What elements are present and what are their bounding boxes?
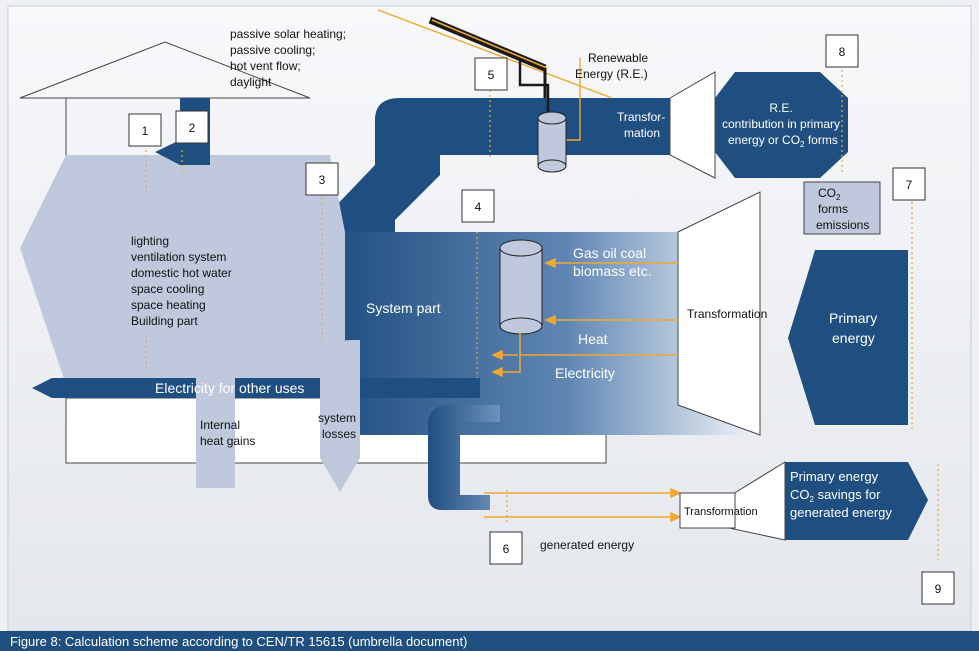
- passive-text-2: passive cooling;: [230, 43, 315, 57]
- electricity-other-uses-label: Electricity for other uses: [155, 380, 304, 396]
- number-7: 7: [906, 178, 913, 192]
- boundary-markers: [145, 70, 939, 560]
- heat-label: Heat: [578, 331, 608, 347]
- co2-emissions-2: forms: [818, 202, 848, 216]
- number-2: 2: [189, 121, 196, 135]
- primary-energy-1: Primary: [829, 310, 877, 326]
- system-losses-1: system: [318, 411, 356, 425]
- co2-emissions-1: CO2: [818, 186, 841, 202]
- savings-block: [785, 462, 928, 540]
- passive-text-3: hot vent flow;: [230, 59, 301, 73]
- generated-energy-pipe: [428, 405, 500, 510]
- use-cooling: space cooling: [131, 282, 204, 296]
- number-6: 6: [503, 542, 510, 556]
- number-9: 9: [935, 582, 942, 596]
- re-contribution-2: contribution in primary: [722, 117, 840, 131]
- savings-3: generated energy: [790, 505, 892, 520]
- system-losses-shape: [320, 340, 360, 492]
- re-transformation-cone: [669, 71, 716, 179]
- re-contribution-octagon: [715, 72, 848, 178]
- number-boxes: [128, 34, 955, 605]
- savings-2: CO2 savings for: [790, 487, 881, 504]
- system-losses-2: losses: [322, 427, 356, 441]
- transformation-re-1: Transfor-: [617, 110, 665, 124]
- caption-bar: [0, 631, 979, 651]
- renewable-label-1: Renewable: [588, 51, 648, 65]
- transformation-generated-label: Transformation: [684, 506, 758, 518]
- renewable-label-2: Energy (R.E.): [575, 67, 648, 81]
- electricity-other-uses-arrow: [32, 378, 480, 398]
- building-part-label: Building part: [131, 314, 198, 328]
- primary-energy-block: [788, 250, 908, 425]
- transformation-re-2: mation: [624, 126, 660, 140]
- generated-energy-label: generated energy: [540, 538, 634, 552]
- re-contribution-1: R.E.: [769, 101, 792, 115]
- use-lighting: lighting: [131, 234, 169, 248]
- primary-energy-2: energy: [832, 330, 875, 346]
- number-8: 8: [839, 45, 846, 59]
- number-1: 1: [142, 124, 149, 138]
- system-storage-tank: [499, 239, 543, 335]
- energy-flow-arrows: [484, 257, 682, 523]
- fuels-label-1: Gas oil coal: [573, 245, 646, 261]
- internal-heat-gains-shape: [158, 340, 235, 488]
- internal-gains-2: heat gains: [200, 434, 255, 448]
- figure-caption: Figure 8: Calculation scheme according t…: [10, 634, 467, 649]
- passive-text-4: daylight: [230, 75, 272, 89]
- building-part-shape: [20, 155, 345, 385]
- savings-1: Primary energy: [790, 469, 879, 484]
- co2-emissions-box: [803, 181, 881, 235]
- transformation-generated-block: [679, 492, 736, 529]
- number-3: 3: [319, 173, 326, 187]
- electricity-label: Electricity: [555, 365, 615, 381]
- fuels-label-2: biomass etc.: [573, 263, 652, 279]
- system-part-label: System part: [366, 300, 441, 316]
- internal-gains-1: Internal: [200, 418, 240, 432]
- passive-text-1: passive solar heating;: [230, 27, 346, 41]
- number-4: 4: [475, 200, 482, 214]
- solar-panel-icon: [377, 9, 613, 141]
- use-dhw: domestic hot water: [131, 266, 232, 280]
- co2-emissions-3: emissions: [816, 218, 869, 232]
- re-contribution-3: energy or CO2 forms: [728, 133, 838, 149]
- transformation-re-block: [615, 98, 670, 155]
- re-storage-tank: [537, 111, 567, 173]
- transformation-primary-block: [677, 191, 761, 436]
- use-ventilation: ventilation system: [131, 250, 226, 264]
- use-heating: space heating: [131, 298, 206, 312]
- transformation-primary-label: Transformation: [687, 307, 767, 321]
- number-5: 5: [488, 68, 495, 82]
